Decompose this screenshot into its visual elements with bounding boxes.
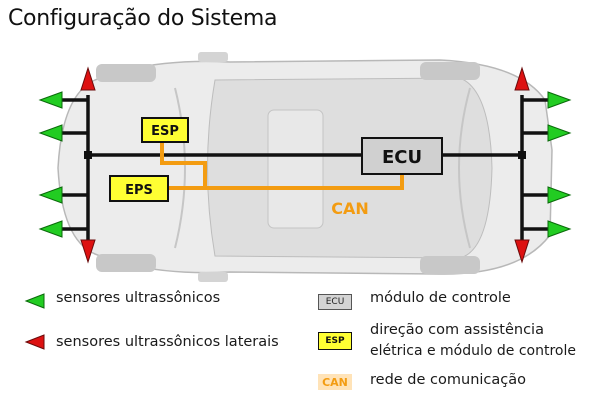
legend-red-sensor-icon	[24, 334, 45, 350]
car-illustration	[57, 52, 553, 282]
legend-can-label: rede de comunicação	[370, 372, 526, 388]
sensor-rear-right-2	[547, 124, 572, 142]
sensor-front-left-4	[38, 220, 63, 238]
lateral-sensor-rear-bottom	[514, 239, 530, 264]
lateral-sensor-front-bottom	[80, 239, 96, 264]
bus-node-left	[84, 151, 92, 159]
legend-sensor-label: sensores ultrassônicos	[56, 290, 221, 306]
eps-label: EPS	[125, 183, 153, 198]
lateral-sensor-rear-top	[514, 66, 530, 91]
lateral-sensor-front-top	[80, 66, 96, 91]
legend-esp-label-1: direção com assistência	[370, 322, 544, 338]
bus-node-right	[518, 151, 526, 159]
sensor-front-left-2	[38, 124, 63, 142]
sensor-rear-right-4	[547, 220, 572, 238]
sensor-front-left-1	[38, 91, 63, 109]
sensor-front-left-3	[38, 186, 63, 204]
page-title: Configuração do Sistema	[8, 6, 278, 31]
ecu-module	[361, 137, 443, 175]
ecu-label: ECU	[382, 147, 422, 168]
sensor-rear-right-3	[547, 186, 572, 204]
legend-esp-key: ESP	[318, 332, 352, 350]
legend-green-sensor-icon	[24, 293, 45, 309]
can-label: CAN	[331, 199, 369, 218]
esp-module	[141, 117, 189, 143]
legend-esp-label-2: elétrica e módulo de controle	[370, 343, 577, 359]
legend-ecu-label: módulo de controle	[370, 290, 511, 306]
legend-can-key: CAN	[318, 374, 352, 390]
eps-module	[109, 175, 169, 202]
legend-ecu-key: ECU	[318, 294, 352, 310]
can-network	[160, 142, 404, 190]
sensor-rear-right-1	[547, 91, 572, 109]
esp-label: ESP	[151, 124, 179, 139]
legend-lateral-sensor-label: sensores ultrassônicos laterais	[56, 334, 279, 350]
